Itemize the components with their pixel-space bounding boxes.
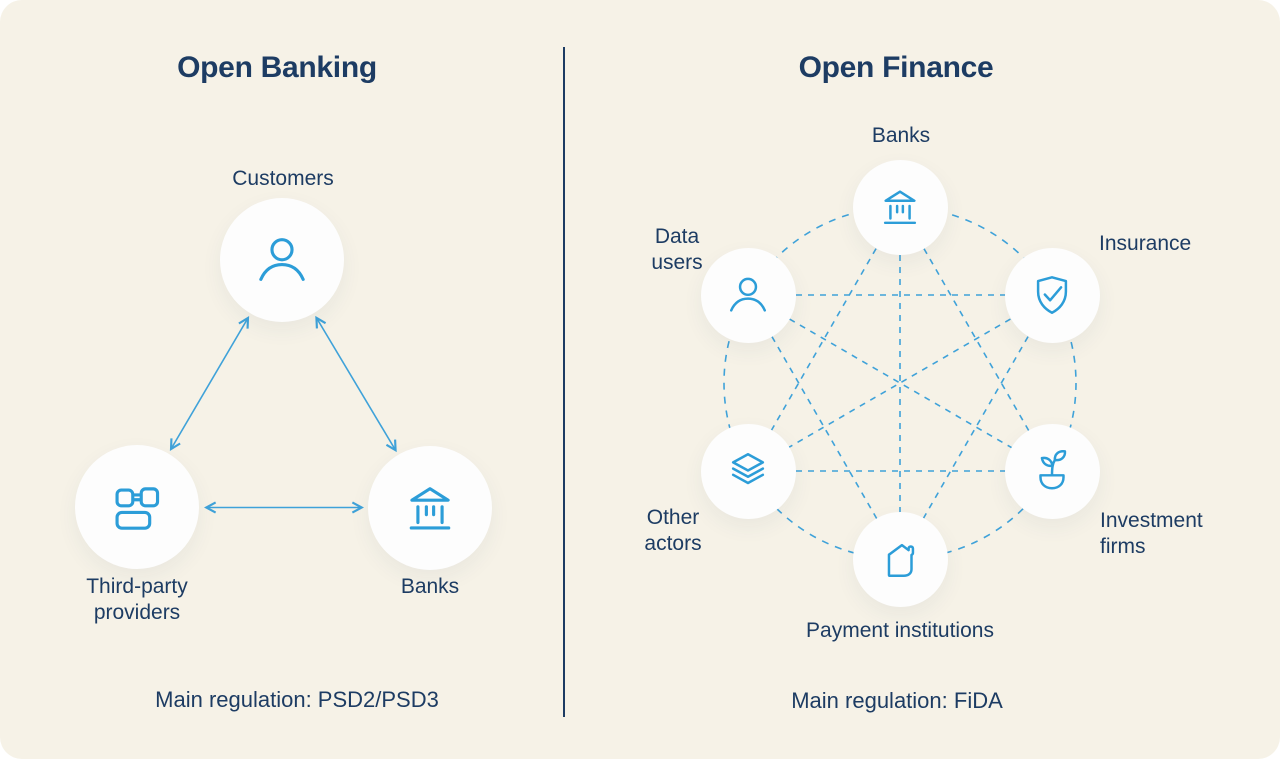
investment-firms-node: [1004, 423, 1100, 519]
banks-node-left: [368, 446, 492, 570]
open-finance-title: Open Finance: [798, 51, 994, 84]
data-users-label: Data users: [637, 224, 717, 276]
banks-label-right: Banks: [871, 124, 931, 147]
insurance-label: Insurance: [1099, 232, 1192, 255]
insurance-node: [1004, 247, 1100, 343]
investment-firms-label-text: Investment firms: [1100, 509, 1203, 558]
layers-icon: [731, 452, 765, 485]
bank-icon: [409, 487, 451, 530]
payment-institutions-label: Payment institutions: [806, 619, 994, 642]
components-icon: [115, 487, 160, 530]
banks-label-left: Banks: [400, 575, 460, 598]
open-banking-arrows: [169, 315, 397, 514]
investment-firms-label: Investment firms: [1100, 508, 1250, 560]
open-banking-title: Open Banking: [177, 51, 377, 84]
customers-label: Customers: [232, 167, 334, 190]
other-actors-label: Other actors: [633, 505, 713, 557]
plant-icon: [1039, 449, 1067, 490]
other-actors-node: [700, 423, 796, 519]
right-regulation-text: Main regulation: FiDA: [791, 688, 1003, 713]
payment-institutions-node: [852, 511, 948, 607]
customers-node: [220, 198, 344, 322]
data-users-label-text: Data users: [651, 225, 703, 274]
panel-divider: [563, 47, 565, 717]
house-icon: [887, 543, 915, 578]
third-party-providers-node: [75, 445, 199, 569]
person-icon: [259, 238, 305, 281]
person-icon: [729, 277, 767, 312]
other-actors-label-text: Other actors: [644, 506, 702, 555]
banks-node-right: [852, 159, 948, 255]
left-regulation-text: Main regulation: PSD2/PSD3: [155, 687, 439, 712]
third-party-providers-label: Third-party providers: [86, 575, 188, 624]
shield-check-icon: [1036, 276, 1068, 314]
bank-icon: [883, 190, 917, 225]
